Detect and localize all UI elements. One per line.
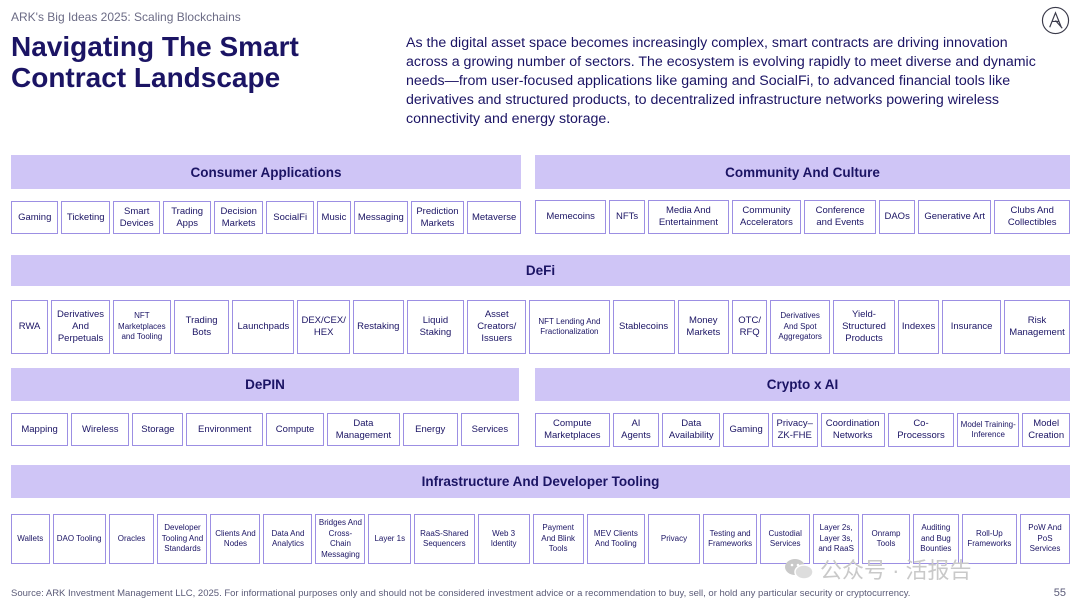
sector-item: MEV Clients And Tooling [586, 514, 645, 564]
sector-item: Layer 2s, Layer 3s, and RaaS [813, 514, 860, 564]
page-title: Navigating The Smart Contract Landscape [11, 31, 299, 93]
sector-item: Data Availability [662, 413, 721, 447]
sector-item: Yield-Structured Products [833, 300, 895, 354]
supertitle: ARK's Big Ideas 2025: Scaling Blockchain… [11, 10, 241, 24]
sector-item: Stablecoins [612, 300, 675, 354]
sector-item: Storage [132, 413, 184, 446]
sector-item: Decision Markets [213, 201, 264, 234]
section-header: Crypto x AI [535, 368, 1070, 401]
sector-item: Messaging [353, 201, 408, 234]
sector-item: Risk Management [1004, 300, 1071, 354]
sector-item: NFT Marketplaces and Tooling [112, 300, 171, 354]
sector-item: Model Creation [1022, 413, 1070, 447]
sector-item: Insurance [942, 300, 1002, 354]
sector-item: Prediction Markets [410, 201, 465, 234]
sector-item: Wallets [11, 514, 50, 564]
sector-item: Onramp Tools [862, 514, 910, 564]
sector-item: Derivatives And Spot Aggregators [770, 300, 831, 354]
sector-item: Model Training-Inference [957, 413, 1020, 447]
source-note: Source: ARK Investment Management LLC, 2… [11, 588, 911, 599]
sector-item: Wireless [71, 413, 130, 446]
sector-item: Compute [265, 413, 325, 446]
sector-item: Memecoins [535, 200, 607, 234]
wechat-icon [785, 559, 814, 580]
sector-item: NFT Lending And Fractionalization [529, 300, 610, 354]
sector-item: Coordination Networks [820, 413, 885, 447]
sector-item: Gaming [723, 413, 769, 447]
section-header: DePIN [11, 368, 519, 401]
sector-item: Privacy [647, 514, 701, 564]
sector-item: Community Accelerators [731, 200, 801, 234]
section-header: Consumer Applications [11, 155, 521, 189]
sector-item: Bridges And Cross-Chain Messaging [315, 514, 366, 564]
sector-item: Trading Bots [173, 300, 230, 354]
section-header: Community And Culture [535, 155, 1070, 189]
sector-item: Asset Creators/ Issuers [467, 300, 527, 354]
page-number: 55 [1053, 587, 1066, 599]
sector-item: Web 3 Identity [477, 514, 530, 564]
section-infrastructure-and-developer-tooling: Infrastructure And Developer Tooling Wal… [11, 465, 1070, 564]
ark-logo-icon [1041, 6, 1070, 35]
sector-item: Developer Tooling And Standards [157, 514, 208, 564]
section-header: DeFi [11, 255, 1070, 286]
sector-item: Money Markets [677, 300, 730, 354]
sector-item: Payment And Blink Tools [532, 514, 584, 564]
section-header: Infrastructure And Developer Tooling [11, 465, 1070, 498]
sector-item: SocialFi [266, 201, 314, 234]
sector-item: DAO Tooling [52, 514, 106, 564]
sector-item: Roll-Up Frameworks [961, 514, 1017, 564]
sector-item: OTC/ RFQ [732, 300, 768, 354]
sector-item: Media And Entertainment [647, 200, 729, 234]
sector-item: Oracles [108, 514, 155, 564]
sector-item: Generative Art [917, 200, 992, 234]
sector-item: Restaking [352, 300, 404, 354]
sector-item: Custodial Services [760, 514, 811, 564]
sector-item: PoW And PoS Services [1019, 514, 1070, 564]
intro-paragraph: As the digital asset space becomes incre… [406, 35, 1036, 127]
watermark: 公众号 · 活报告 [784, 553, 972, 585]
sector-item: Mapping [11, 413, 69, 446]
sector-item: Ticketing [61, 201, 110, 234]
sector-item: Data And Analytics [263, 514, 313, 564]
sector-item: Data Management [327, 413, 400, 446]
sector-item: Launchpads [232, 300, 295, 354]
sector-item: Energy [402, 413, 458, 446]
sector-item: Clients And Nodes [210, 514, 261, 564]
sector-item: Testing and Frameworks [703, 514, 758, 564]
watermark-text: 公众号 · 活报告 [820, 558, 972, 583]
sector-item: Compute Marketplaces [535, 413, 610, 447]
sector-item: Privacy–ZK-FHE [771, 413, 818, 447]
sector-item: Co-Processors [887, 413, 955, 447]
sector-item: Gaming [11, 201, 59, 234]
sector-item: NFTs [609, 200, 645, 234]
sector-item: Auditing and Bug Bounties [912, 514, 959, 564]
sector-item: Liquid Staking [406, 300, 465, 354]
sector-item: Conference and Events [804, 200, 877, 234]
sector-item: DEX/CEX/ HEX [297, 300, 350, 354]
sector-item: RWA [11, 300, 49, 354]
sector-item: Trading Apps [163, 201, 211, 234]
sector-item: Derivatives And Perpetuals [51, 300, 110, 354]
sector-item: DAOs [879, 200, 915, 234]
sector-item: Layer 1s [368, 514, 412, 564]
sector-item: Music [316, 201, 351, 234]
sector-item: Clubs And Collectibles [994, 200, 1070, 234]
sector-item: Services [460, 413, 519, 446]
sector-item: Environment [186, 413, 263, 446]
sector-item: AI Agents [612, 413, 660, 447]
sector-item: RaaS-Shared Sequencers [414, 514, 475, 564]
sector-item: Metaverse [467, 201, 521, 234]
sector-item: Smart Devices [112, 201, 161, 234]
sector-item: Indexes [897, 300, 940, 354]
